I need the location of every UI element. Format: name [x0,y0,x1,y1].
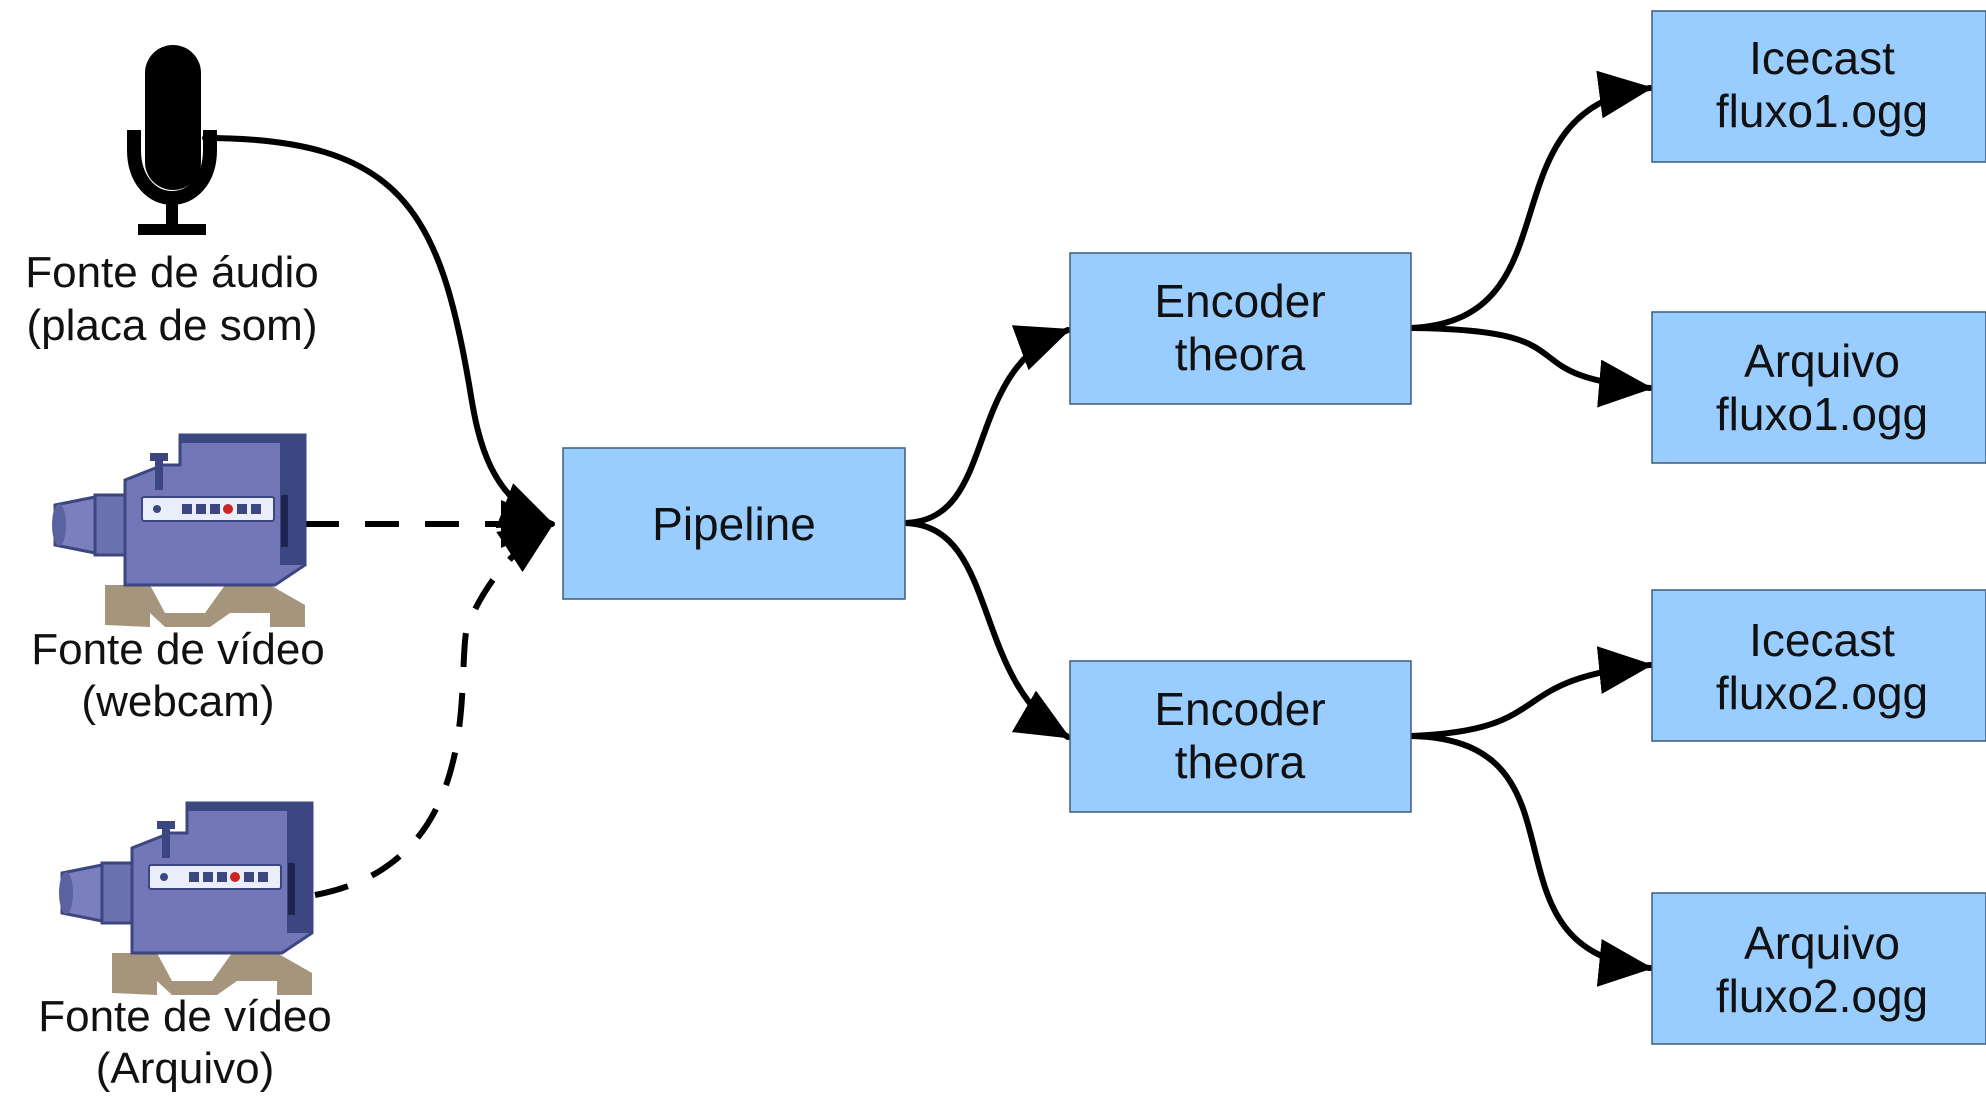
video-camera-icon [57,801,314,997]
encoder1-to-arquivo1-connector [1408,325,1653,408]
output-box [1651,10,1986,163]
file-source: Fonte de vídeo (Arquivo) [38,801,332,1093]
output-node-arquivo-1: Arquivo fluxo1.ogg [1651,311,1986,464]
output-label-line1: Icecast [1749,614,1895,666]
encoder-node-top: Encoder theora [1069,252,1412,405]
output-box [1651,311,1986,464]
audio-to-pipeline-connector [202,135,555,528]
output-box [1651,892,1986,1045]
encoder2-to-icecast2-connector [1408,646,1653,739]
output-label-line1: Icecast [1749,32,1895,84]
encoder-label-line2: theora [1175,736,1306,788]
encoder-label-line1: Encoder [1154,275,1325,327]
encoder-node-bottom: Encoder theora [1069,660,1412,813]
encoder2-to-arquivo2-connector [1408,733,1653,987]
output-label-line2: fluxo2.ogg [1716,970,1928,1022]
output-label-line2: fluxo1.ogg [1716,388,1928,440]
microphone-icon [127,45,217,235]
output-label-line1: Arquivo [1744,335,1900,387]
pipeline-box [562,447,906,600]
output-node-icecast-2: Icecast fluxo2.ogg [1651,589,1986,742]
output-label-line1: Arquivo [1744,917,1900,969]
audio-source-label-line1: Fonte de áudio [25,248,319,297]
encoder-label-line1: Encoder [1154,683,1325,735]
output-node-arquivo-2: Arquivo fluxo2.ogg [1651,892,1986,1045]
encoder-label-line2: theora [1175,328,1306,380]
pipeline-label: Pipeline [652,498,816,550]
webcam-source-label-line2: (webcam) [81,677,274,726]
audio-source-label-line2: (placa de som) [26,301,317,350]
output-box [1651,589,1986,742]
encoder1-to-icecast1-connector [1408,70,1653,331]
output-label-line2: fluxo2.ogg [1716,667,1928,719]
output-label-line2: fluxo1.ogg [1716,85,1928,137]
encoder-box [1069,252,1412,405]
output-node-icecast-1: Icecast fluxo1.ogg [1651,10,1986,163]
audio-source: Fonte de áudio (placa de som) [25,45,319,350]
webcam-source-label-line1: Fonte de vídeo [31,625,325,674]
file-source-label-line2: (Arquivo) [96,1044,275,1093]
video-camera-icon [50,433,307,629]
pipeline-node: Pipeline [562,447,906,600]
encoder-box [1069,660,1412,813]
file-source-label-line1: Fonte de vídeo [38,992,332,1041]
pipeline-to-encoder-top-connector [902,325,1071,526]
file-to-pipeline-connector [314,521,555,898]
webcam-source: Fonte de vídeo (webcam) [31,433,325,726]
pipeline-to-encoder-bottom-connector [902,520,1071,740]
